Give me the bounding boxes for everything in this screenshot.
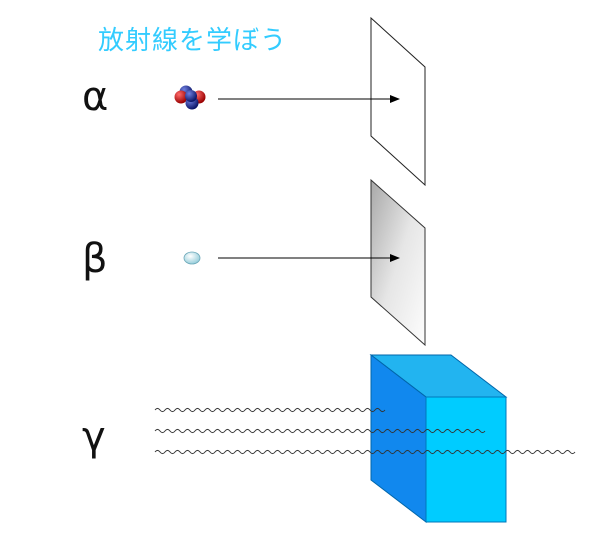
electron-icon — [183, 251, 201, 265]
gamma-wave-2 — [154, 428, 486, 434]
alpha-particle-icon — [174, 85, 206, 110]
label-alpha: α — [82, 74, 109, 120]
label-beta: β — [82, 236, 108, 282]
lead-block-side — [425, 396, 507, 523]
gamma-wave-3 — [154, 449, 576, 455]
lead-block — [369, 353, 508, 524]
page-title: 放射線を学ぼう — [98, 26, 288, 56]
aluminum-sheet — [370, 178, 426, 347]
label-gamma: γ — [82, 414, 106, 460]
paper-sheet — [370, 16, 426, 187]
gamma-wave-1 — [154, 407, 386, 413]
gamma-waves — [154, 407, 576, 455]
